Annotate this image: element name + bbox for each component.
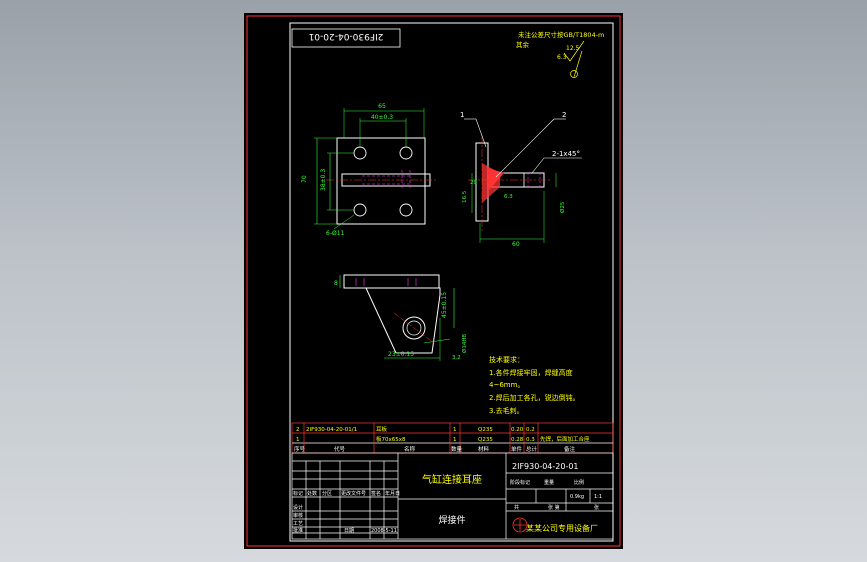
bom-h-3: 名称 [404, 445, 416, 453]
pin-bore [402, 316, 426, 340]
bom-r1-c2: 2IF930-04-20-01/1 [306, 427, 357, 433]
bom-h-5: 材料 [478, 445, 490, 453]
side-view [464, 118, 582, 243]
plate-outline [336, 137, 426, 225]
bom-r1-c1: 2 [296, 427, 300, 433]
mirrored-part-number: 2IF930-04-20-01 [309, 31, 384, 41]
bom-r1-c4: 1 [453, 427, 457, 433]
outer-frame [246, 15, 621, 547]
tb-date-label: 日期 [344, 528, 354, 534]
bom-r1-c5: Q235 [478, 427, 493, 433]
tb-sheet-end: 张 [594, 504, 599, 511]
bom-h-6: 单件 [511, 445, 523, 453]
balloon-1: 1 [460, 111, 464, 119]
dim-bottom-thk: 8 [334, 280, 338, 287]
tb-scale-value: 1:1 [594, 494, 602, 500]
tb-cell-6: 年月日 [385, 490, 400, 497]
dim-side-right: Ø25 [559, 201, 566, 213]
company-name: 某某公司专用设备厂 [526, 523, 598, 533]
bom-h-2: 代号 [334, 445, 346, 453]
surface-note-line2: 其余 [516, 40, 530, 49]
company-logo [512, 517, 528, 533]
dim-r-small: 3.2 [452, 355, 461, 361]
tb-sign-4: 批准 [293, 527, 303, 534]
balloon-2: 2 [562, 111, 566, 119]
ear-profile [365, 287, 441, 354]
tb-weight-value: 0.9kg [570, 494, 584, 500]
dim-side-len: 60 [512, 241, 520, 248]
bom-h-7: 总计 [526, 445, 538, 453]
tb-sheet-of: 张 第 [548, 504, 560, 511]
tech-item-1: 1.各件焊接牢固，焊缝高度 [489, 368, 573, 377]
roughness-a: 12.5 [566, 45, 580, 52]
tb-cell-1: 标记 [293, 490, 303, 497]
tb-sign-1: 设计 [293, 504, 303, 511]
bom-r2-c7: 0.3 [526, 437, 535, 443]
dim-side-h2: 20 [470, 180, 477, 186]
surface-note-line1: 未注公差尺寸按GB/T1804-m [518, 30, 604, 39]
tb-cell-3: 分区 [322, 490, 332, 497]
bottom-base [343, 274, 440, 289]
bom-r2-c1: 1 [296, 437, 300, 443]
part-type: 焊接件 [438, 514, 465, 526]
title-block [291, 452, 614, 540]
tb-stage-label: 阶段标记 [510, 479, 530, 486]
part-name: 气缸连接耳座 [422, 473, 482, 486]
bom-h-1: 序号 [294, 445, 306, 453]
tb-scale-label: 比例 [574, 479, 584, 486]
dim-height-total: 70 [301, 175, 308, 183]
roughness-symbol-2 [573, 50, 583, 78]
tech-item-3: 2.焊后加工各孔，锐边倒钝。 [489, 393, 580, 402]
tb-sign-3: 工艺 [293, 521, 303, 527]
dim-bottom-w: 23±0.15 [388, 351, 414, 358]
tb-date-value: 2008-5-11 [371, 528, 397, 534]
cad-viewport[interactable]: 2IF930-04-20-01 未注公差尺寸按GB/T1804-m 其余 12.… [244, 13, 623, 549]
dim-side-h1: 16.5 [462, 190, 468, 203]
tech-item-2: 4~6mm。 [489, 381, 524, 389]
dim-hole-spacing-y: 38±0.3 [320, 169, 327, 191]
bom-r2-c3: 板70x65x8 [376, 435, 406, 443]
hole-tr [399, 146, 413, 160]
hole-tl [353, 146, 367, 160]
hole-br [399, 203, 413, 217]
bom-r1-c3: 耳板 [376, 425, 388, 433]
front-view [314, 108, 436, 230]
tb-cell-4: 更改文件号 [341, 490, 366, 497]
tb-weight-label: 重量 [544, 479, 554, 486]
bom-r1-c7: 0.2 [526, 427, 535, 433]
mirrored-code-box [291, 28, 401, 48]
tech-title: 技术要求： [489, 355, 524, 364]
dim-bore: Ø14H8 [461, 334, 468, 353]
chamfer-label: 2-1x45° [552, 150, 580, 158]
roughness-circle [570, 70, 578, 78]
bom-r2-c6: 0.28 [511, 437, 524, 443]
tb-cell-5: 签名 [371, 490, 381, 497]
inner-frame [289, 22, 614, 542]
bom-r2-c8: 先焊，后面加工合座 [540, 435, 590, 443]
dim-side-r: 6.3 [504, 194, 513, 200]
bom-r1-c6: 0.20 [511, 427, 524, 433]
bom-h-8: 备注 [564, 445, 576, 453]
bottom-view [339, 274, 455, 361]
dim-holes: 6-Ø11 [326, 230, 345, 237]
dim-bottom-h: 45±0.15 [441, 292, 448, 318]
dim-hole-spacing-x: 40±0.3 [371, 114, 393, 121]
hole-bl [353, 203, 367, 217]
roughness-b: 6.3 [557, 54, 567, 61]
tb-cell-2: 处数 [307, 490, 317, 497]
bom-r2-c5: Q235 [478, 437, 493, 443]
tb-sheet-label: 共 [514, 504, 519, 511]
tb-sign-2: 审核 [293, 512, 303, 519]
tech-item-4: 3.去毛刺。 [489, 406, 524, 415]
roughness-symbol [563, 40, 585, 62]
title-part-number: 2IF930-04-20-01 [512, 462, 579, 471]
bom-h-4: 数量 [451, 445, 463, 453]
bom-r2-c4: 1 [453, 437, 457, 443]
dim-top-width: 65 [378, 103, 386, 110]
